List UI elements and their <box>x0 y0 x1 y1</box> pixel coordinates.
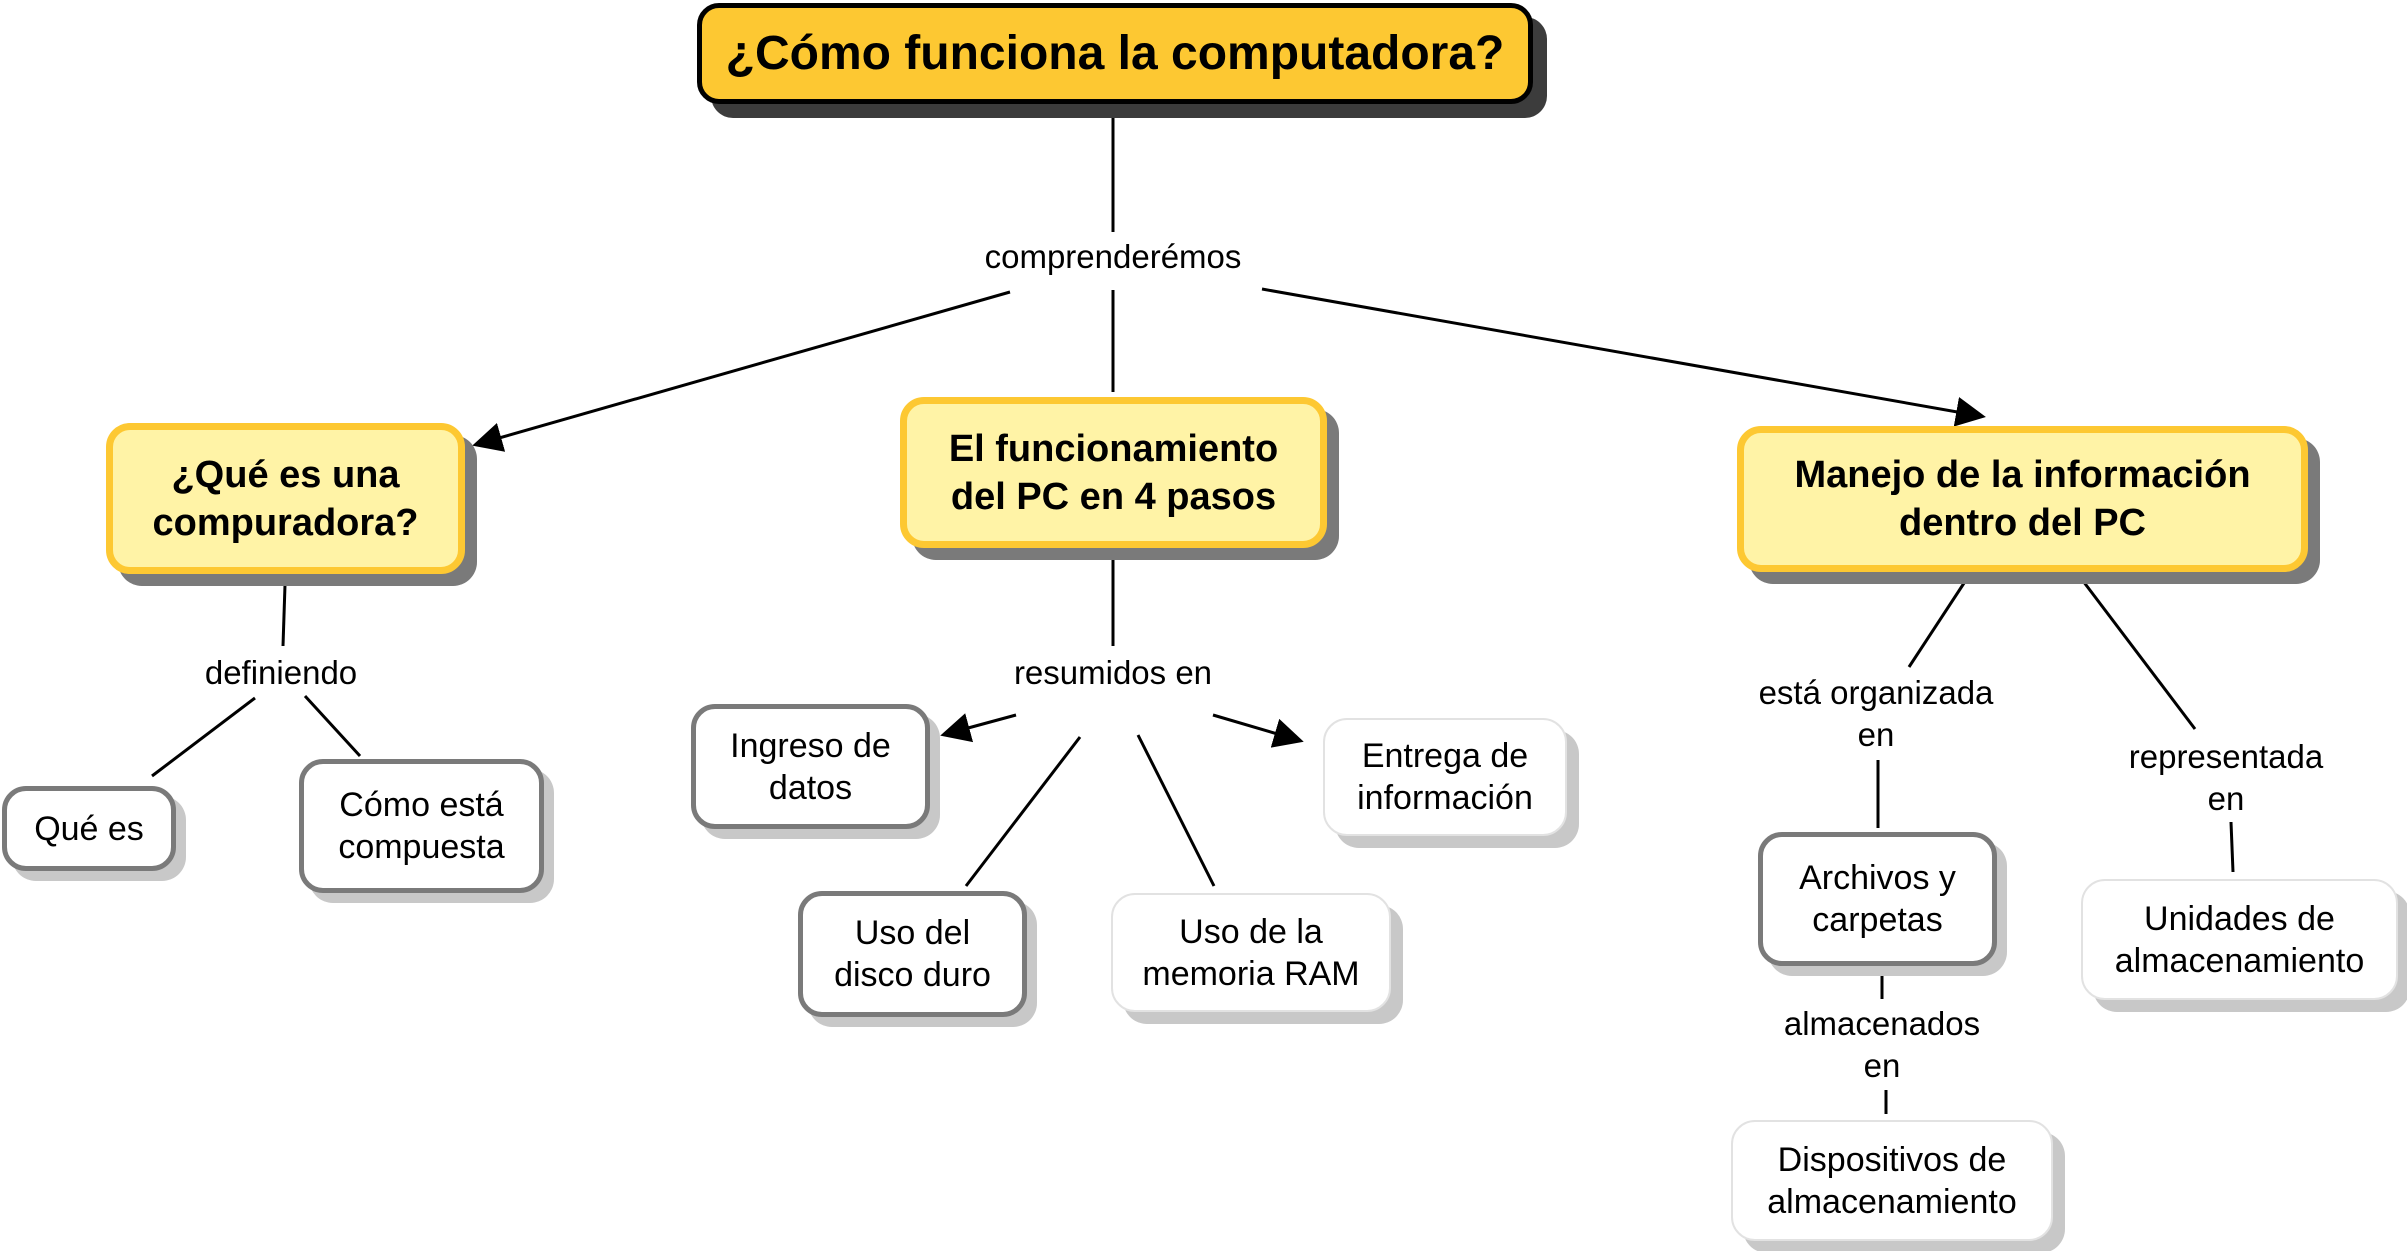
branch-what-is-computer-label: ¿Qué es una compuradora? <box>152 453 419 544</box>
node-ram-use[interactable]: Uso de la memoria RAM <box>1111 893 1391 1012</box>
node-information-output-label: Entrega de información <box>1357 737 1533 817</box>
node-data-input[interactable]: Ingreso de datos <box>691 704 930 829</box>
link-label-root: comprenderémos <box>980 236 1246 278</box>
node-information-output[interactable]: Entrega de información <box>1323 718 1567 836</box>
line-link-to-what-is <box>151 696 256 778</box>
node-what-is[interactable]: Qué es <box>2 786 176 871</box>
node-hard-disk-use[interactable]: Uso del disco duro <box>798 891 1027 1017</box>
root-node[interactable]: ¿Cómo funciona la computadora? <box>697 3 1533 104</box>
link-label-defining: definiendo <box>200 652 362 694</box>
link-label-organized: está organizada en <box>1737 672 2015 756</box>
link-label-stored: almacenados en <box>1758 1003 2006 1087</box>
branch-information-management[interactable]: Manejo de la información dentro del PC <box>1737 426 2308 572</box>
node-storage-units-label: Unidades de almacenamiento <box>2114 899 2365 980</box>
branch-information-management-label: Manejo de la información dentro del PC <box>1794 454 2251 544</box>
node-storage-devices[interactable]: Dispositivos de almacenamiento <box>1731 1120 2053 1241</box>
node-hard-disk-use-label: Uso del disco duro <box>834 914 991 994</box>
line-info-to-organized <box>1907 576 1970 668</box>
root-node-label: ¿Cómo funciona la computadora? <box>725 27 1505 80</box>
line-link-to-composed <box>303 694 362 758</box>
branch-four-steps[interactable]: El funcionamiento del PC en 4 pasos <box>900 397 1327 548</box>
line-what-to-link <box>281 584 287 647</box>
arrow-to-what-branch <box>472 290 1011 452</box>
line-represented-to-units <box>2229 821 2235 873</box>
line-to-ram <box>1136 734 1216 887</box>
arrow-to-info-branch <box>1261 287 1986 427</box>
branch-what-is-computer[interactable]: ¿Qué es una compuradora? <box>106 423 465 574</box>
node-how-composed[interactable]: Cómo está compuesta <box>299 759 544 893</box>
node-how-composed-label: Cómo está compuesta <box>338 786 505 866</box>
branch-four-steps-label: El funcionamiento del PC en 4 pasos <box>948 427 1279 518</box>
node-storage-units[interactable]: Unidades de almacenamiento <box>2081 879 2398 1000</box>
node-files-and-folders-label: Archivos y carpetas <box>1799 859 1956 939</box>
arrow-to-output <box>1212 713 1304 748</box>
line-to-disk <box>964 736 1082 887</box>
node-ram-use-label: Uso de la memoria RAM <box>1142 912 1360 993</box>
node-data-input-label: Ingreso de datos <box>730 726 891 807</box>
line-info-to-represented <box>2078 576 2197 730</box>
link-label-represented: representada en <box>2112 736 2340 820</box>
link-label-summarized: resumidos en <box>1009 652 1217 694</box>
node-storage-devices-label: Dispositivos de almacenamiento <box>1767 1140 2017 1221</box>
node-what-is-label: Qué es <box>34 809 144 848</box>
arrow-to-input <box>940 713 1017 743</box>
node-files-and-folders[interactable]: Archivos y carpetas <box>1758 832 1997 966</box>
